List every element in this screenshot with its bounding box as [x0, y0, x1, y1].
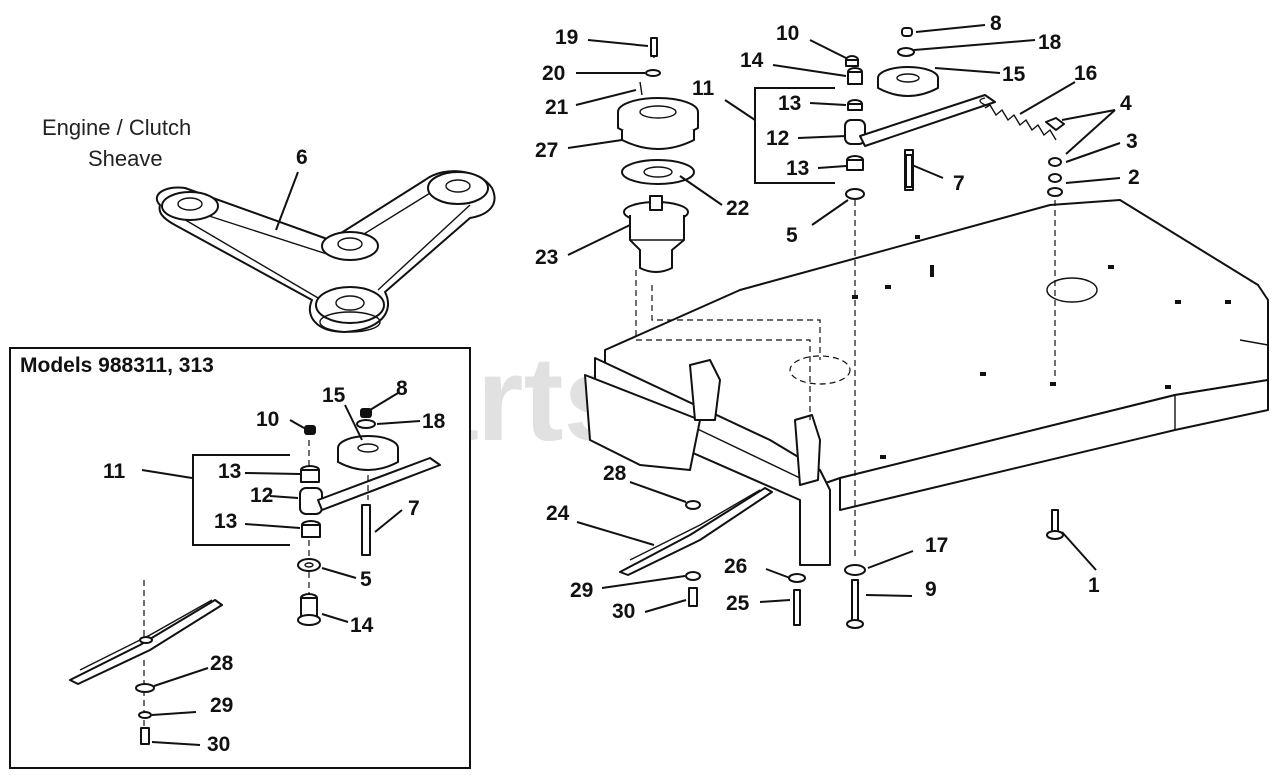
callout-1: 1 [1088, 574, 1100, 597]
caption-line-1: Engine / Clutch [42, 115, 191, 140]
callout-18: 18 [1038, 31, 1062, 54]
inset-callouts: 15 8 10 18 11 13 12 13 7 5 14 28 29 30 [103, 377, 446, 756]
inset-title: Models 988311, 313 [20, 354, 214, 377]
inset-callout-30: 30 [207, 733, 230, 756]
mower-deck [584, 199, 1269, 566]
callout-12: 12 [766, 127, 789, 150]
callout-9: 9 [925, 578, 937, 601]
inset-callout-5: 5 [360, 568, 372, 591]
drive-belt: 6 [155, 146, 496, 333]
main-leader-lines [567, 24, 1121, 613]
inset-callout-28: 28 [210, 652, 234, 675]
callout-29: 29 [570, 579, 593, 602]
callout-13-b: 13 [786, 157, 809, 180]
inset-callout-29: 29 [210, 694, 233, 717]
callout-13-a: 13 [778, 92, 801, 115]
callout-20: 20 [542, 62, 565, 85]
belt-pulley-bottom [315, 286, 385, 333]
callout-28: 28 [603, 462, 627, 485]
inset-callout-15: 15 [322, 384, 346, 407]
callout-7: 7 [953, 172, 965, 195]
callout-3: 3 [1126, 130, 1138, 153]
callout-17: 17 [925, 534, 948, 557]
spindle-assembly [617, 37, 699, 273]
inset-callout-12: 12 [250, 484, 273, 507]
main-callouts: 19 20 21 27 23 22 10 14 13 12 13 11 5 8 … [535, 12, 1140, 623]
callout-4: 4 [1120, 92, 1132, 115]
inset-callout-13-b: 13 [214, 510, 237, 533]
callout-23: 23 [535, 246, 558, 269]
belt-pulley-right [427, 171, 489, 205]
caption-line-2: Sheave [88, 146, 163, 171]
callout-2: 2 [1128, 166, 1140, 189]
callout-11: 11 [692, 77, 715, 100]
inset-callout-8: 8 [396, 377, 408, 400]
inset-callout-11: 11 [103, 460, 126, 483]
inset-parts [69, 408, 441, 745]
callout-22: 22 [726, 197, 749, 220]
inset-callout-10: 10 [256, 408, 279, 431]
callout-10: 10 [776, 22, 799, 45]
callout-16: 16 [1074, 62, 1097, 85]
inset-leader-lines [141, 392, 421, 746]
callout-21: 21 [545, 96, 569, 119]
callout-19: 19 [555, 26, 578, 49]
callout-5: 5 [786, 224, 798, 247]
inset-callout-13-a: 13 [218, 460, 241, 483]
belt-pulley-middle [321, 231, 379, 261]
inset-callout-7: 7 [408, 497, 420, 520]
callout-24: 24 [546, 502, 570, 525]
callout-6: 6 [296, 146, 308, 169]
callout-8: 8 [990, 12, 1002, 35]
callout-26: 26 [724, 555, 747, 578]
engine-clutch-caption: Engine / Clutch Sheave [42, 115, 191, 171]
callout-27: 27 [535, 139, 558, 162]
models-inset: Models 988311, 313 [9, 347, 471, 769]
callout-25: 25 [726, 592, 750, 615]
inset-callout-14: 14 [350, 614, 374, 637]
idler-arm-assembly [844, 27, 1065, 200]
callout-15: 15 [1002, 63, 1026, 86]
belt-pulley-left [161, 191, 219, 221]
callout-14: 14 [740, 49, 764, 72]
inset-callout-18: 18 [422, 410, 446, 433]
callout-30: 30 [612, 600, 635, 623]
